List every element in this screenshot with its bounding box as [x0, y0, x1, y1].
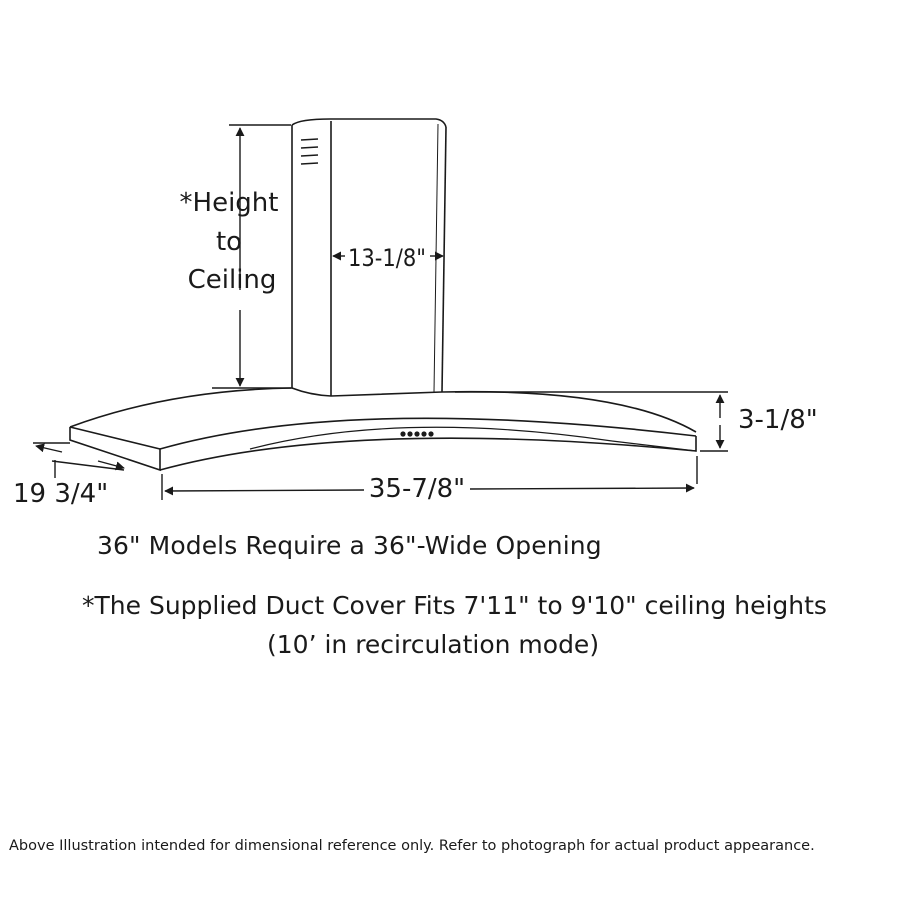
- hood-width-label: 35-7/8": [369, 474, 465, 504]
- height-to-ceiling-label-line3: Ceiling: [188, 265, 277, 295]
- hood-canopy: [69, 387, 697, 472]
- height-to-ceiling-label-line2: to: [216, 227, 242, 257]
- duct-cover-note-line1: *The Supplied Duct Cover Fits 7'11" to 9…: [82, 591, 827, 620]
- height-to-ceiling-dimension: [212, 124, 291, 389]
- duct-cover-note-line2: (10’ in recirculation mode): [267, 630, 600, 659]
- control-buttons: [400, 431, 434, 437]
- hood-width-dimension: [161, 456, 698, 500]
- hood-depth-dimension: [33, 442, 125, 478]
- hood-height-label: 3-1/8": [738, 405, 818, 435]
- hood-height-dimension: [455, 391, 728, 452]
- height-to-ceiling-label-line1: *Height: [180, 188, 279, 218]
- hood-depth-label: 19 3/4": [13, 479, 108, 509]
- opening-requirement-note: 36" Models Require a 36"-Wide Opening: [97, 531, 602, 560]
- chimney-vent-slots: [300, 138, 319, 165]
- illustration-disclaimer: Above Illustration intended for dimensio…: [9, 838, 815, 854]
- chimney-width-label: 13-1/8": [348, 244, 426, 272]
